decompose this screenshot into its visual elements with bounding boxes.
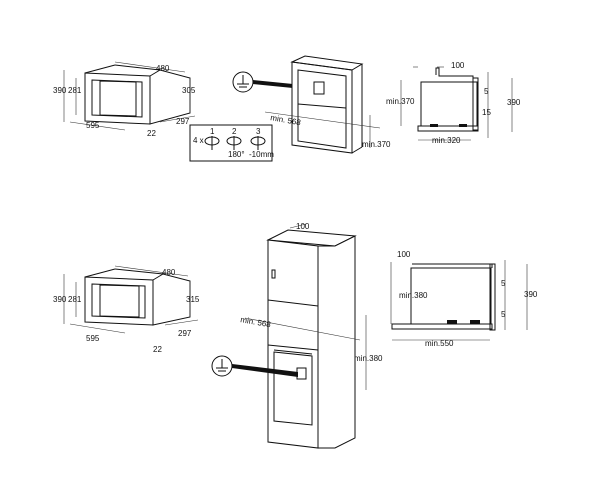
inset-count: 4 x (193, 136, 204, 145)
side-top-offset-label: 100 (451, 61, 465, 70)
side2-gap-top-label: 5 (501, 279, 506, 288)
side2-height-min-label: min.380 (399, 291, 428, 300)
tall-depth-min-label: min. 568 (240, 315, 272, 329)
top-side-depth-label: 297 (176, 117, 190, 126)
side-height-total-label: 390 (507, 98, 521, 107)
side-view-top (400, 66, 513, 141)
side-gap-top-label: 5 (484, 87, 489, 96)
ground-symbol-icon (211, 355, 298, 377)
bottom-width-label: 595 (86, 334, 100, 343)
inset-offset: -10mm (249, 150, 274, 159)
bottom-height-inner-label: 281 (68, 295, 82, 304)
top-height-total-label: 390 (53, 86, 67, 95)
wall-cabinet (264, 55, 381, 154)
inset-step-2: 2 (232, 127, 237, 136)
side2-top-offset-label: 100 (397, 250, 411, 259)
bottom-depth-label: 480 (162, 268, 176, 277)
side2-depth-min-label: min.550 (425, 339, 454, 348)
top-width-label: 595 (86, 121, 100, 130)
top-depth-label: 480 (156, 64, 170, 73)
tall-cabinet (244, 223, 367, 449)
top-height-rear-label: 305 (182, 86, 196, 95)
inset-rotate: 180° (228, 150, 245, 159)
inset-step-3: 3 (256, 127, 261, 136)
bottom-side-depth-label: 297 (178, 329, 192, 338)
unit-drawing-top (63, 61, 196, 131)
side-gap-bottom-label: 15 (482, 108, 491, 117)
side2-gap-bottom-label: 5 (501, 310, 506, 319)
side2-height-total-label: 390 (524, 290, 538, 299)
inset-step-1: 1 (210, 127, 215, 136)
top-height-inner-label: 281 (68, 86, 82, 95)
side-height-min-label: min.370 (386, 97, 415, 106)
tall-height-min-label: min.380 (354, 354, 383, 363)
tall-top-offset-label: 100 (296, 222, 310, 231)
mounting-steps-inset (189, 124, 273, 162)
side-depth-min-label: min.320 (432, 136, 461, 145)
cabinet-height-min-label: min.370 (362, 140, 391, 149)
bottom-front-depth-label: 22 (153, 345, 162, 354)
bottom-height-total-label: 390 (53, 295, 67, 304)
unit-drawing-bottom (63, 265, 199, 334)
bracket-icon (204, 136, 266, 150)
bottom-height-rear-label: 315 (186, 295, 200, 304)
top-front-depth-label: 22 (147, 129, 156, 138)
side-view-bottom (390, 260, 528, 341)
